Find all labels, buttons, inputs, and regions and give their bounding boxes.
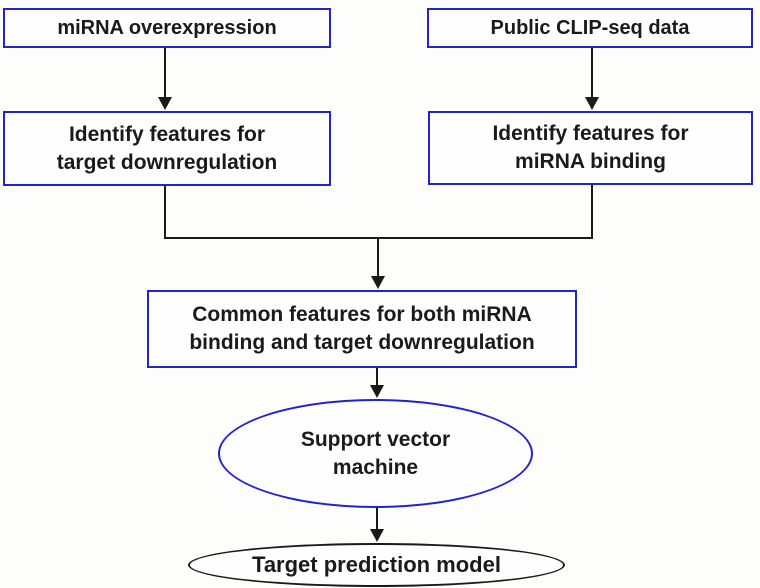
arrowhead-overexpression-to-identify — [158, 97, 172, 110]
node-target-prediction-model: Target prediction model — [188, 543, 565, 587]
arrowhead-merge-to-common — [371, 276, 385, 289]
node-identify-features-downregulation-label: Identify features for target downregulat… — [56, 122, 278, 174]
node-common-features: Common features for both miRNA binding a… — [147, 290, 577, 368]
node-common-features-label: Common features for both miRNA binding a… — [189, 303, 535, 354]
node-mirna-overexpression: miRNA overexpression — [3, 8, 331, 48]
node-public-clipseq-data: Public CLIP-seq data — [427, 8, 753, 48]
arrowhead-svm-to-model — [370, 529, 384, 542]
node-public-clipseq-data-label: Public CLIP-seq data — [490, 16, 690, 39]
node-identify-features-binding: Identify features for miRNA binding — [428, 111, 753, 185]
arrowhead-clipseq-to-identify — [585, 97, 599, 110]
merge-connector-line — [164, 185, 593, 239]
node-target-prediction-model-label: Target prediction model — [252, 552, 501, 578]
node-identify-features-downregulation: Identify features for target downregulat… — [3, 111, 331, 186]
node-mirna-overexpression-label: miRNA overexpression — [57, 16, 277, 39]
arrowhead-common-to-svm — [370, 385, 384, 398]
node-support-vector-machine: Support vector machine — [218, 399, 533, 508]
node-support-vector-machine-label: Support vector machine — [300, 427, 451, 479]
node-identify-features-binding-label: Identify features for miRNA binding — [492, 122, 689, 173]
